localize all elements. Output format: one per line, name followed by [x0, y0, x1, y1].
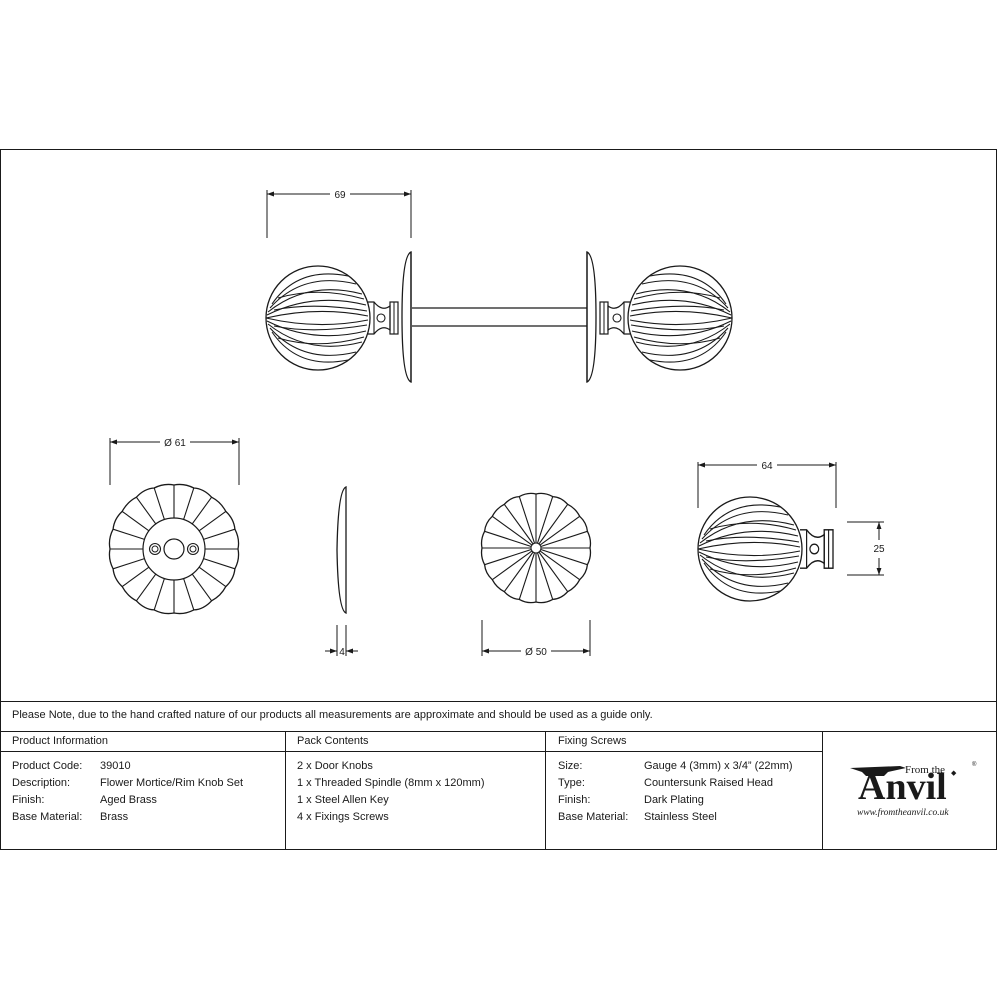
base-material-label: Base Material: — [12, 811, 83, 823]
screw-size-value: Gauge 4 (3mm) x 3/4” (22mm) — [644, 760, 793, 772]
screw-finish-label: Finish: — [558, 794, 591, 806]
registered-mark: ® — [972, 762, 977, 768]
screw-type-label: Type: — [558, 777, 585, 789]
anvil-icon — [850, 766, 906, 776]
description-value: Flower Mortice/Rim Knob Set — [100, 777, 244, 789]
divider-col-1 — [285, 731, 286, 850]
assembled-side-view: 69 — [265, 190, 733, 384]
divider-note-top — [0, 701, 997, 702]
divider-col-2 — [545, 731, 546, 850]
measurement-note: Please Note, due to the hand crafted nat… — [12, 709, 653, 721]
product-code-label: Product Code: — [12, 760, 83, 772]
finish-value: Aged Brass — [100, 794, 157, 806]
screw-material-label: Base Material: — [558, 811, 629, 823]
pack-item: 1 x Steel Allen Key — [297, 794, 389, 806]
pack-item: 1 x Threaded Spindle (8mm x 120mm) — [297, 777, 485, 789]
drawing-sheet-frame — [0, 149, 997, 850]
dim-knob-projection: 69 — [334, 190, 346, 201]
base-material-value: Brass — [100, 811, 129, 823]
screw-size-label: Size: — [558, 760, 583, 772]
product-information-title: Product Information — [12, 735, 108, 747]
logo-from-the: From the — [905, 764, 946, 776]
logo-brand: Anvil — [858, 766, 947, 808]
pack-item: 4 x Fixings Screws — [297, 811, 389, 823]
screw-finish-value: Dark Plating — [644, 794, 704, 806]
description-label: Description: — [12, 777, 71, 789]
pack-contents-title: Pack Contents — [297, 735, 369, 747]
dim-rose-thickness: 4 — [339, 647, 345, 658]
diamond-icon: ◆ — [951, 770, 957, 777]
product-code-value: 39010 — [100, 760, 131, 772]
pack-item: 2 x Door Knobs — [297, 760, 373, 772]
logo-url: www.fromtheanvil.co.uk — [857, 808, 949, 818]
screw-material-value: Stainless Steel — [644, 811, 717, 823]
divider-table-top — [0, 731, 997, 732]
divider-col-3 — [822, 731, 823, 850]
knob-side-view: 64 25 — [697, 461, 885, 602]
dim-rose-diameter: Ø 61 — [164, 438, 186, 449]
fixing-screws-title: Fixing Screws — [558, 735, 627, 747]
dim-neck-diameter: 25 — [873, 544, 885, 555]
screw-type-value: Countersunk Raised Head — [644, 777, 774, 789]
rose-side-profile: 4 — [325, 486, 358, 658]
dim-knob-face-diameter: Ø 50 — [525, 647, 547, 658]
divider-header-bottom — [0, 751, 822, 752]
finish-label: Finish: — [12, 794, 45, 806]
dim-knob-length: 64 — [761, 461, 773, 472]
rose-front-view: Ø 61 — [108, 438, 240, 615]
knob-front-view: Ø 50 — [480, 492, 592, 658]
from-the-anvil-logo: From the ◆ Anvil ® www.fromtheanvil.co.u… — [848, 760, 978, 822]
